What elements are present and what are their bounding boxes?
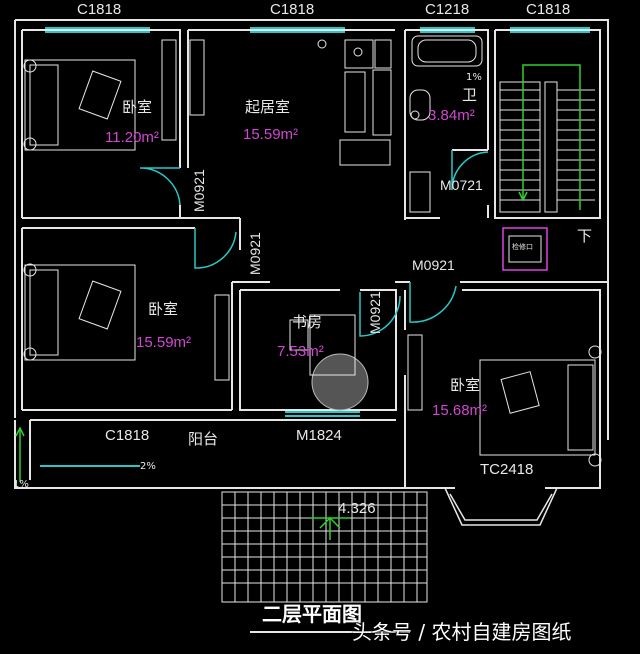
shaft-inner [508, 235, 542, 263]
window-label-top-1: C1818 [77, 1, 122, 18]
stair-arrow [518, 64, 581, 210]
door-label-balcony: M1824 [296, 427, 342, 444]
study-furniture [289, 314, 369, 411]
beds [23, 59, 602, 467]
door-label-bath: M0721 [440, 177, 483, 193]
door-label-hall: M0921 [412, 257, 455, 273]
room-name-living: 起居室 [245, 98, 291, 116]
walls [14, 19, 609, 489]
room-name-bed3: 卧室 [450, 376, 481, 394]
slope-arrows [15, 426, 25, 482]
bay-window [444, 487, 558, 526]
room-area-living: 15.59m² [243, 126, 299, 143]
room-area-bed1: 11.20m² [105, 129, 159, 146]
watermark-text: 头条号 / 农村自建房图纸 [352, 620, 572, 644]
shaft-label: 检修口 [512, 243, 533, 251]
room-name-study: 书房 [292, 313, 323, 331]
window-marks [40, 27, 590, 467]
door-label-bed1: M0921 [191, 169, 207, 212]
elevation-marker [310, 516, 350, 540]
window-label-top-3: C1218 [425, 1, 470, 18]
door-swings [139, 150, 489, 337]
slope-label-side: 1% [13, 479, 29, 490]
living-furniture [317, 39, 392, 166]
room-area-bed3: 15.68m² [432, 402, 488, 419]
window-label-top-2: C1818 [270, 1, 315, 18]
room-name-bed2: 卧室 [148, 300, 179, 318]
room-name-bed1: 卧室 [122, 98, 153, 116]
slope-label-bath: 1% [466, 72, 482, 83]
room-name-balcony: 阳台 [188, 430, 219, 448]
page-title: 二层平面图 [262, 602, 362, 626]
stair-down-label: 下 [577, 227, 593, 245]
slope-label-balcony: 2% [140, 461, 156, 472]
bath-fixtures [409, 35, 483, 213]
room-area-study: 7.53m² [277, 343, 324, 360]
door-label-study: M0921 [367, 291, 383, 334]
wardrobes [161, 39, 423, 411]
window-label-bay: TC2418 [480, 461, 534, 478]
staircase [499, 81, 595, 213]
door-label-living: M0921 [247, 232, 263, 275]
entrance-steps [221, 491, 428, 603]
window-label-balcony: C1818 [105, 427, 150, 444]
room-name-bath: 卫 [462, 86, 478, 104]
room-area-bath: 3.84m² [428, 107, 475, 124]
shaft-box [502, 227, 548, 271]
room-area-bed2: 15.59m² [136, 334, 192, 351]
elevation-label: 4.326 [338, 500, 376, 517]
window-label-top-4: C1818 [526, 1, 571, 18]
